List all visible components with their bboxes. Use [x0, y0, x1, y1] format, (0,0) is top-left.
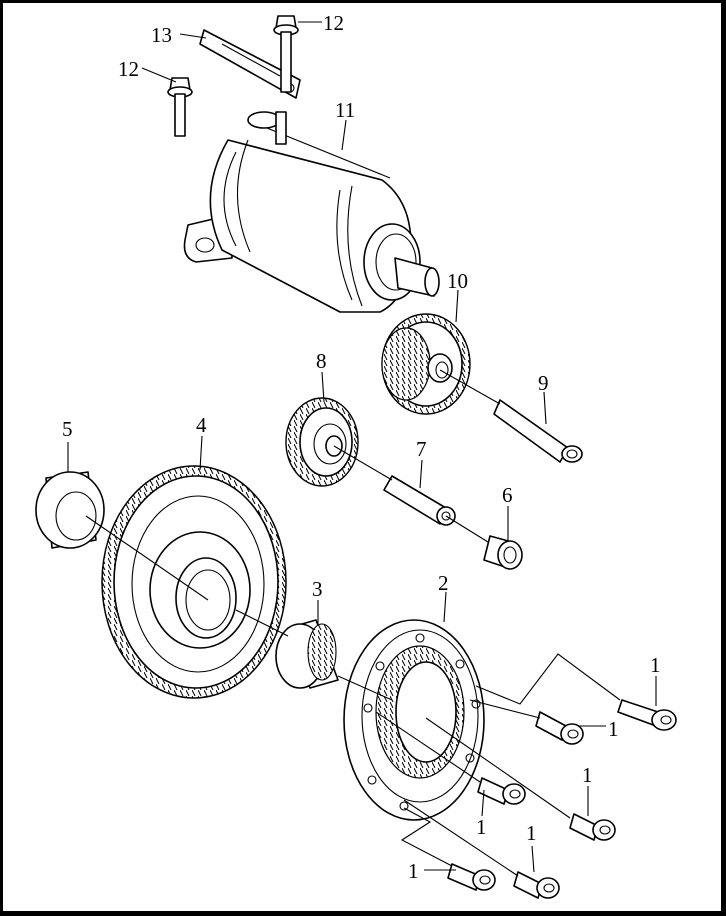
callout-1-f: 1	[408, 859, 419, 883]
callout-3: 3	[312, 577, 323, 601]
bearing-ring	[35, 471, 105, 549]
callout-4: 4	[196, 413, 207, 437]
bolt-top-left	[167, 77, 193, 137]
callout-1-e: 1	[526, 821, 537, 845]
bushing	[483, 535, 523, 570]
needle-bearing	[275, 619, 339, 689]
cap-screw-c	[477, 777, 526, 805]
callout-13: 13	[151, 23, 172, 47]
starter-driven-gear	[101, 465, 287, 699]
callout-1-d: 1	[476, 815, 487, 839]
callout-10: 10	[447, 269, 468, 293]
idler-gear-small	[285, 397, 359, 487]
callout-8: 8	[316, 349, 327, 373]
callout-1-a: 1	[650, 653, 661, 677]
callout-1-c: 1	[582, 763, 593, 787]
callout-2: 2	[438, 571, 449, 595]
callout-12-top: 12	[323, 11, 344, 35]
callout-11: 11	[335, 98, 355, 122]
cap-screw-e	[447, 863, 496, 891]
cap-screw-d	[569, 813, 616, 841]
mounting-bracket	[199, 29, 301, 99]
cap-screw-f	[513, 871, 560, 899]
starter-clutch	[343, 619, 485, 821]
callout-12-left: 12	[118, 57, 139, 81]
cap-screw-b	[535, 711, 584, 745]
callout-9: 9	[538, 371, 549, 395]
cap-screw-a	[617, 699, 677, 731]
callout-5: 5	[62, 417, 73, 441]
assembly-axis-lines	[85, 369, 621, 877]
shaft-long	[493, 399, 583, 463]
callout-6: 6	[502, 483, 513, 507]
callout-labels: 13 12 12 11 10 8 9 7 6 5 4 3 2 1 1 1 1 1…	[62, 11, 661, 883]
callout-leaders	[67, 21, 657, 873]
idler-gear-large	[381, 313, 471, 415]
starter-motor	[183, 111, 440, 313]
bolt-top-right	[273, 15, 299, 93]
shaft-short	[383, 475, 456, 526]
callout-7: 7	[416, 437, 427, 461]
callout-1-b: 1	[608, 717, 619, 741]
